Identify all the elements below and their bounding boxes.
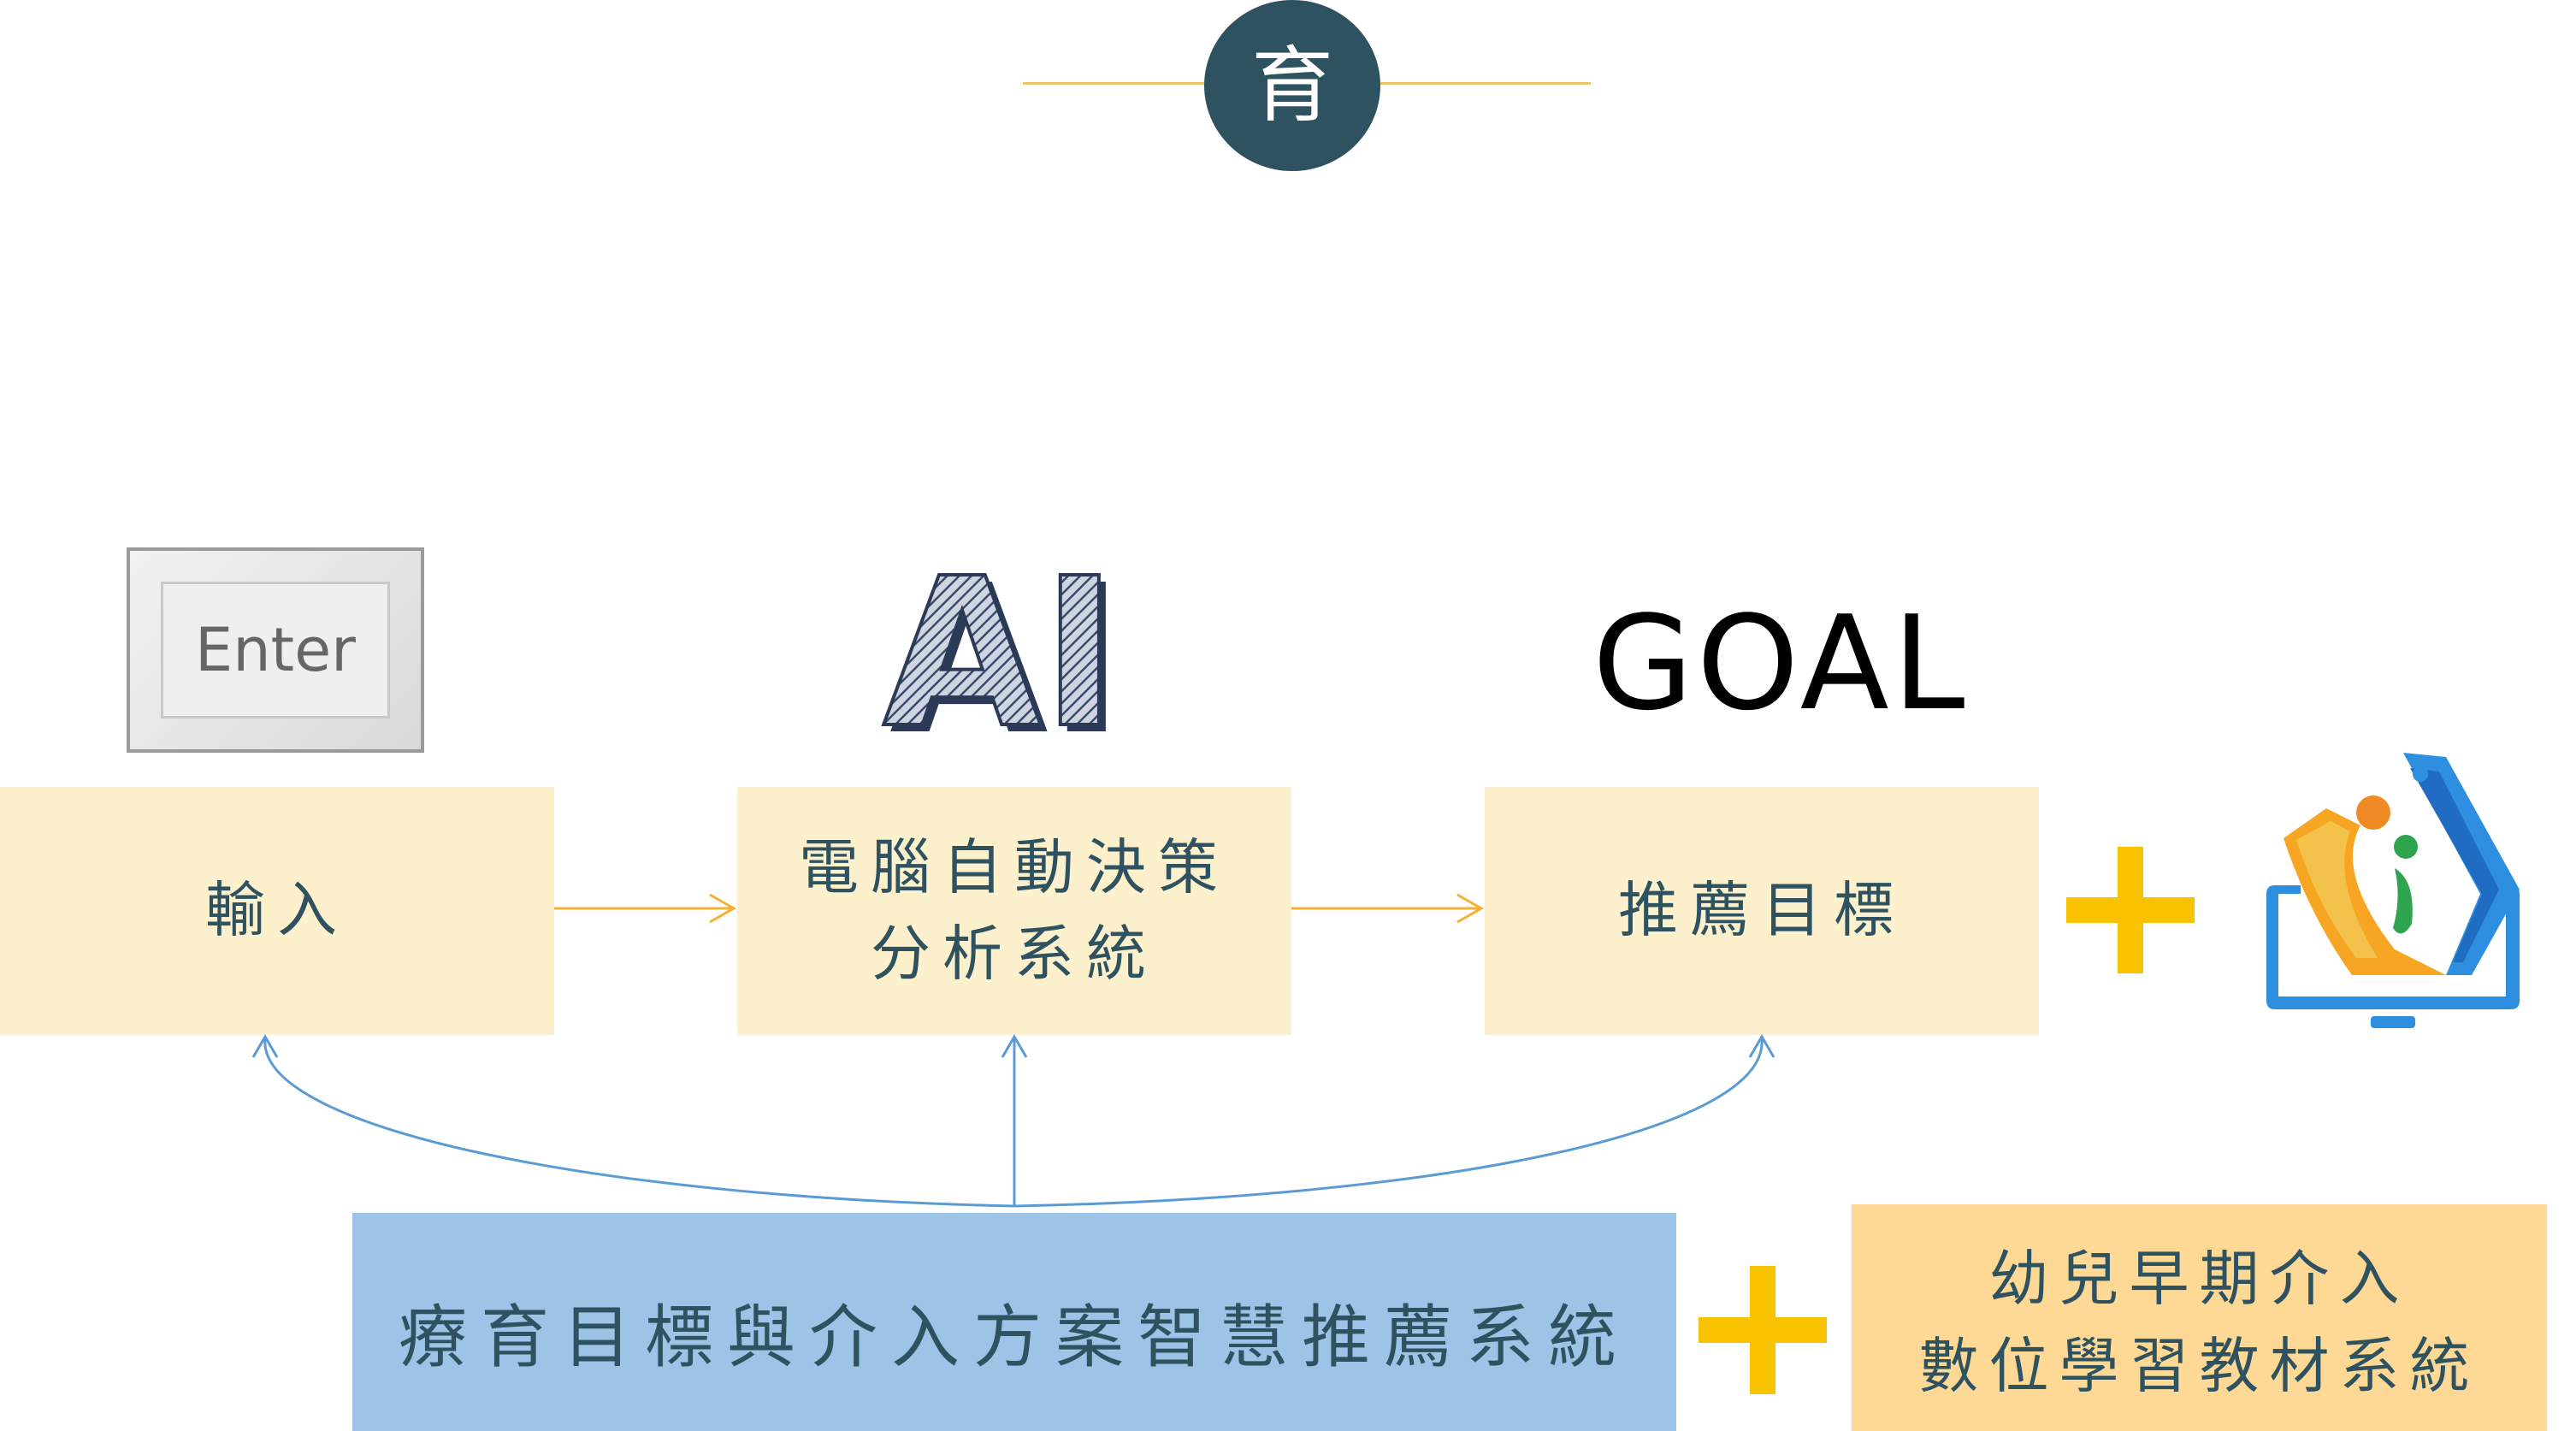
main-system-box: 療育目標與介入方案智慧推薦系統 xyxy=(352,1213,1676,1431)
goal-label: GOAL xyxy=(1592,588,1969,739)
arrow-system-to-recommend xyxy=(1013,1034,1775,1208)
header-badge-char: 育 xyxy=(1251,38,1333,133)
analysis-box-line2: 分析系統 xyxy=(871,919,1158,989)
arrow-input-to-analysis xyxy=(554,893,737,924)
monitor-logo-icon xyxy=(2266,753,2520,1028)
input-box-label: 輸入 xyxy=(205,875,349,946)
sub-system-box: 幼兒早期介入 數位學習教材系統 xyxy=(1852,1204,2547,1431)
arrow-analysis-to-recommend xyxy=(1291,893,1485,924)
enter-key-label: Enter xyxy=(161,582,390,718)
analysis-box: 電腦自動決策 分析系統 xyxy=(737,787,1291,1035)
arrow-system-to-analysis xyxy=(1001,1034,1028,1206)
recommend-box-label: 推薦目標 xyxy=(1618,875,1905,946)
sub-system-line2: 數位學習教材系統 xyxy=(1918,1330,2480,1401)
ai-logo-icon: AI AI xyxy=(881,556,1125,744)
main-system-label: 療育目標與介入方案智慧推薦系統 xyxy=(399,1297,1630,1377)
analysis-box-line1: 電腦自動決策 xyxy=(799,831,1230,902)
recommend-box: 推薦目標 xyxy=(1485,787,2039,1035)
enter-key-icon: Enter xyxy=(127,547,424,753)
ai-logo-shadow: AI xyxy=(889,556,1125,744)
header-badge: 育 xyxy=(1204,0,1380,171)
header-line-left xyxy=(1023,82,1204,85)
sub-system-line1: 幼兒早期介入 xyxy=(1988,1244,2410,1314)
arrow-system-to-input xyxy=(251,1034,1015,1208)
header-line-right xyxy=(1380,82,1591,85)
input-box: 輸入 xyxy=(0,787,554,1035)
ai-logo-text: AI xyxy=(883,556,1118,744)
